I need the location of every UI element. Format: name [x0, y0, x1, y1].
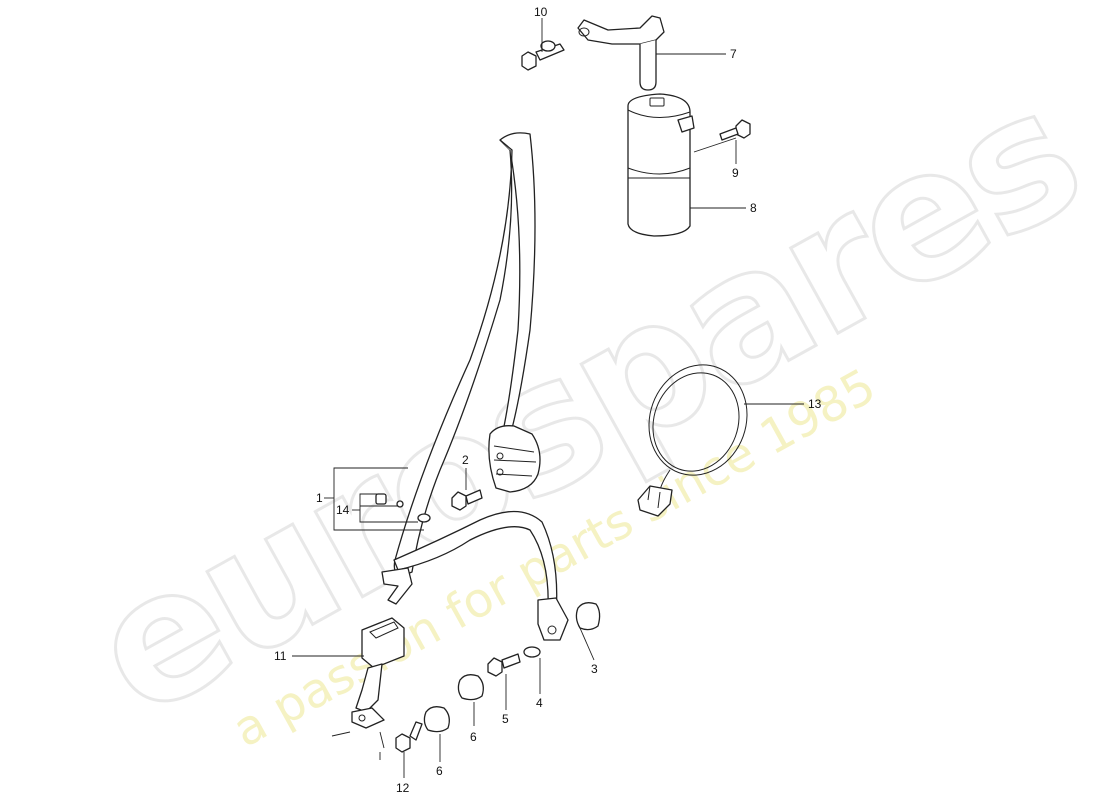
callout-4: 4 [536, 696, 543, 710]
wire-harness [637, 364, 748, 517]
watermark: eurospares a passion for parts since 198… [59, 48, 1100, 759]
bolt-2 [451, 489, 483, 511]
lower-anchor-bracket [537, 597, 569, 641]
callout-3: 3 [591, 662, 598, 676]
belt-reel-housing [627, 93, 695, 237]
callout-6-lower: 6 [436, 764, 443, 778]
callout-1: 1 [316, 491, 323, 505]
callout-11: 11 [274, 649, 287, 663]
callout-13: 13 [808, 397, 822, 411]
bush-and-washer-14 [375, 493, 431, 523]
construction-line [331, 731, 385, 760]
bolt-9 [719, 119, 751, 141]
callout-6-upper: 6 [470, 730, 477, 744]
cap-6-upper [457, 674, 484, 701]
callout-2: 2 [462, 453, 469, 467]
callout-7: 7 [730, 47, 737, 61]
cap-6-lower [423, 706, 450, 733]
callout-14: 14 [336, 503, 350, 517]
bolt-12 [395, 721, 423, 753]
cap-3 [575, 602, 601, 631]
bolt-10 [521, 40, 565, 71]
washer-4 [523, 646, 541, 658]
belt-buckle [351, 617, 405, 729]
latch-guide [381, 567, 413, 605]
callout-labels: 10 7 9 8 13 2 1 14 3 4 5 6 6 11 12 [274, 5, 822, 795]
watermark-brand: eurospares [60, 49, 1100, 756]
callout-5: 5 [502, 712, 509, 726]
callout-9: 9 [732, 166, 739, 180]
bolt-5 [487, 653, 521, 677]
callout-12: 12 [396, 781, 410, 795]
leader-lines [292, 18, 804, 778]
lower-retractor [488, 425, 541, 493]
upper-guide-bracket [577, 15, 665, 91]
callout-10: 10 [534, 5, 548, 19]
callout-8: 8 [750, 201, 757, 215]
